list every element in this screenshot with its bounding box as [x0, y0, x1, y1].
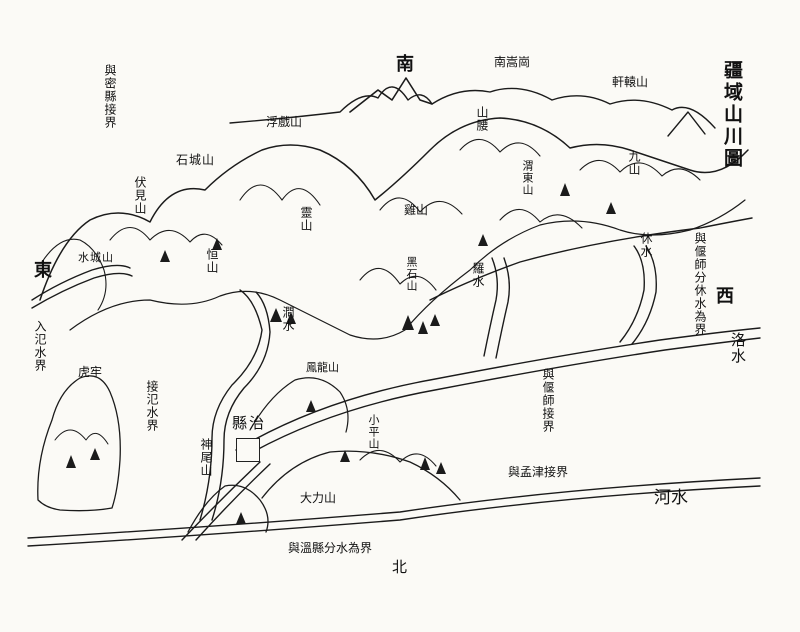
hill-fenglong [249, 377, 349, 433]
label-border-sishui: 接氾水界 [145, 380, 159, 432]
label-mount-heng: 恒山 [205, 248, 219, 274]
label-mount-mao: 山腰 [475, 106, 489, 132]
label-mount-ling: 靈山 [299, 206, 313, 232]
direction-south: 南 [396, 54, 414, 75]
road-upper [429, 217, 753, 301]
label-border-mengjin: 與孟津接界 [508, 465, 569, 479]
label-mount-shicheng: 石城山 [176, 153, 216, 167]
road-east-a [31, 264, 131, 301]
terrain-left [41, 238, 107, 311]
direction-west: 西 [716, 286, 734, 307]
hill-dali [261, 450, 461, 501]
label-mount-jiu: 九山 [627, 150, 641, 176]
tree [340, 450, 350, 462]
river-xiu-b [631, 245, 657, 345]
tree [66, 455, 76, 468]
hill-cluster [109, 226, 223, 246]
tree [402, 315, 414, 330]
county-seat-label: 縣治 [232, 414, 267, 432]
label-mount-xuanyuan: 軒轅山 [612, 75, 649, 89]
label-mount-heishi: 黑石山 [405, 256, 418, 292]
label-mount-song: 南嵩崗 [494, 55, 531, 69]
river-luoshui-a [483, 257, 499, 357]
label-river-luoshui: 洛水 [729, 332, 747, 364]
river-he-north [27, 477, 761, 539]
tree [420, 457, 430, 470]
river-xiu-a [619, 245, 645, 343]
tree [436, 462, 446, 474]
label-border-sishui-left: 入氾水界 [33, 320, 47, 372]
county-seat-marker [236, 438, 260, 462]
label-mount-pinglao: 鳳龍山 [306, 361, 339, 374]
hill-shenwei [187, 484, 269, 533]
tree [418, 321, 428, 334]
river-luo-south [241, 337, 761, 459]
far-ridge [229, 86, 716, 129]
hill-hulao-detail [54, 429, 109, 445]
label-river-jian: 澗水 [281, 306, 295, 332]
label-mount-hu: 虎牢 [78, 365, 103, 379]
river-jian-b [211, 291, 271, 521]
tree [478, 234, 488, 246]
direction-north: 北 [392, 558, 408, 576]
direction-east: 東 [34, 260, 52, 281]
label-mount-shenwei: 神尾山 [199, 438, 213, 477]
label-mount-xiaoping: 小平山 [367, 414, 380, 450]
label-mount-weidong: 渭東山 [521, 160, 534, 196]
tree [270, 308, 282, 322]
peak-south [349, 77, 433, 113]
label-river-he: 河水 [654, 488, 688, 508]
hill-cluster [579, 159, 701, 181]
river-luo-north [235, 327, 761, 451]
road-east-b [31, 272, 133, 309]
label-border-xinmi: 與密縣接界 [103, 64, 117, 129]
tree [560, 183, 570, 196]
hill-cluster [499, 208, 583, 229]
tree [606, 202, 616, 214]
tree [306, 400, 316, 412]
label-mount-fujian: 伏見山 [133, 176, 147, 215]
label-border-wenxian: 與溫縣分水為界 [288, 541, 373, 555]
label-mount-shuicheng: 水城山 [78, 251, 114, 264]
label-border-yanshi: 與偃師接界 [541, 368, 555, 433]
river-jian-a [199, 289, 263, 521]
river-luo-link-b [195, 463, 271, 541]
hill-hulao [37, 375, 121, 512]
river-he-south [27, 485, 761, 547]
peak-right [667, 111, 706, 137]
tree [236, 512, 246, 524]
tree [160, 250, 170, 262]
label-border-yanshi-xiu: 與偃師分休水為界 [693, 232, 707, 336]
hill-cluster [359, 267, 437, 291]
map-title: 疆域山川圖 [721, 60, 743, 170]
mountain-mass [39, 117, 749, 301]
label-river-luo: 羅水 [471, 262, 485, 288]
label-mount-fuxi: 浮戲山 [266, 115, 303, 129]
label-river-xiu: 休水 [639, 232, 653, 258]
hill-cluster [459, 138, 541, 157]
river-luo-link-a [181, 461, 261, 541]
tree [90, 448, 100, 460]
hill-cluster [239, 184, 321, 206]
label-mount-dali: 大力山 [300, 491, 337, 505]
river-luoshui-b [495, 257, 511, 359]
tree [430, 314, 440, 326]
hill-cluster [379, 197, 463, 215]
tree [286, 312, 296, 324]
hill-xiaoping [359, 449, 437, 467]
tree [212, 238, 222, 250]
label-mount-jishan: 雞山 [404, 203, 429, 217]
